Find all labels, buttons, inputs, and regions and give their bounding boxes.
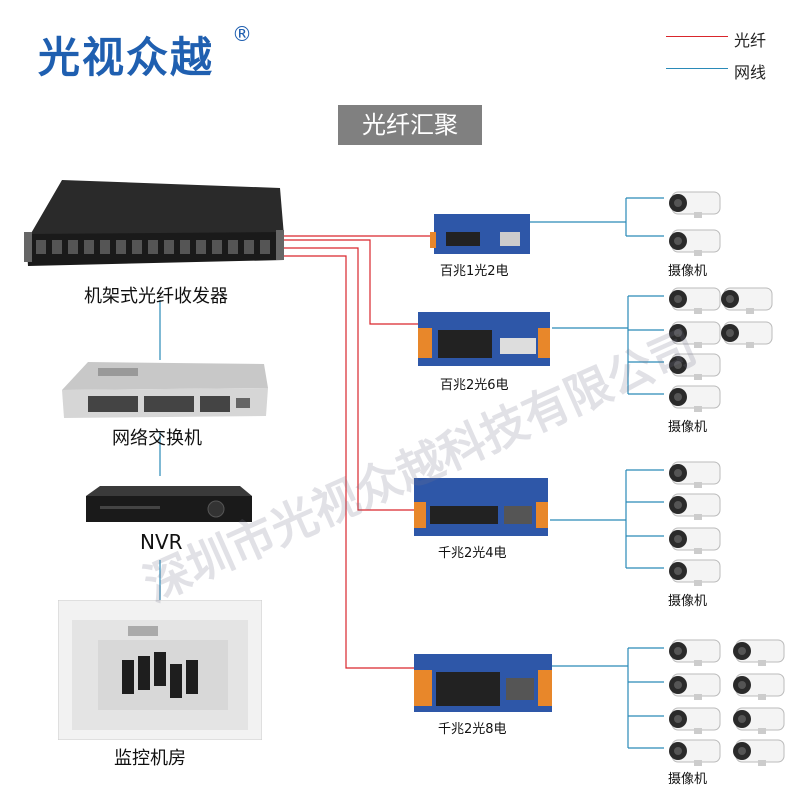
t2-label: 百兆2光6电 [440, 378, 509, 393]
t1-label: 百兆1光2电 [440, 264, 509, 279]
legend-cable-line [666, 68, 728, 69]
camera-label-t4: 摄像机 [668, 772, 708, 787]
camera-icon [716, 284, 774, 320]
camera-icon [664, 704, 722, 740]
camera-icon [664, 490, 722, 526]
diagram-title: 光纤汇聚 [338, 105, 482, 145]
legend-fiber-label: 光纤 [734, 31, 767, 50]
camera-icon [728, 670, 786, 706]
camera-icon [664, 188, 722, 224]
transceiver-t2 [414, 308, 554, 370]
transceiver-t4 [410, 650, 556, 716]
camera-icon [716, 318, 774, 354]
room-label: 监控机房 [114, 748, 186, 769]
camera-icon [664, 524, 722, 560]
registered-mark: ® [232, 22, 252, 46]
switch-label: 网络交换机 [112, 428, 202, 449]
legend-fiber-line [666, 36, 728, 37]
transceiver-t3 [410, 474, 552, 540]
legend-cable-label: 网线 [734, 63, 767, 82]
camera-icon [728, 736, 786, 772]
t4-label: 千兆2光8电 [438, 722, 507, 737]
rack-label: 机架式光纤收发器 [84, 286, 228, 307]
transceiver-t1 [430, 208, 534, 258]
camera-icon [664, 318, 722, 354]
camera-label-t3: 摄像机 [668, 594, 708, 609]
monitoring-room [57, 599, 263, 741]
cable-t3-cams [550, 469, 664, 569]
camera-icon [664, 556, 722, 592]
camera-icon [664, 382, 722, 418]
camera-icon [664, 458, 722, 494]
cable-t1-cams [530, 197, 664, 237]
cable-t4-cams [552, 647, 664, 749]
camera-icon [728, 636, 786, 672]
camera-icon [664, 636, 722, 672]
camera-icon [664, 284, 722, 320]
nvr-label: NVR [140, 530, 183, 554]
rack-transceiver [22, 176, 284, 272]
network-switch [58, 360, 268, 420]
camera-icon [728, 704, 786, 740]
camera-icon [664, 736, 722, 772]
camera-label-t2: 摄像机 [668, 420, 708, 435]
t3-label: 千兆2光4电 [438, 546, 507, 561]
camera-label-t1: 摄像机 [668, 264, 708, 279]
camera-icon [664, 350, 722, 386]
fiber-link-t3 [272, 247, 418, 511]
camera-icon [664, 226, 722, 262]
nvr-device [80, 484, 254, 526]
brand-logo: 光视众越 [38, 33, 215, 82]
fiber-link-t2 [272, 239, 418, 325]
fiber-link-t4 [272, 255, 416, 669]
camera-icon [664, 670, 722, 706]
